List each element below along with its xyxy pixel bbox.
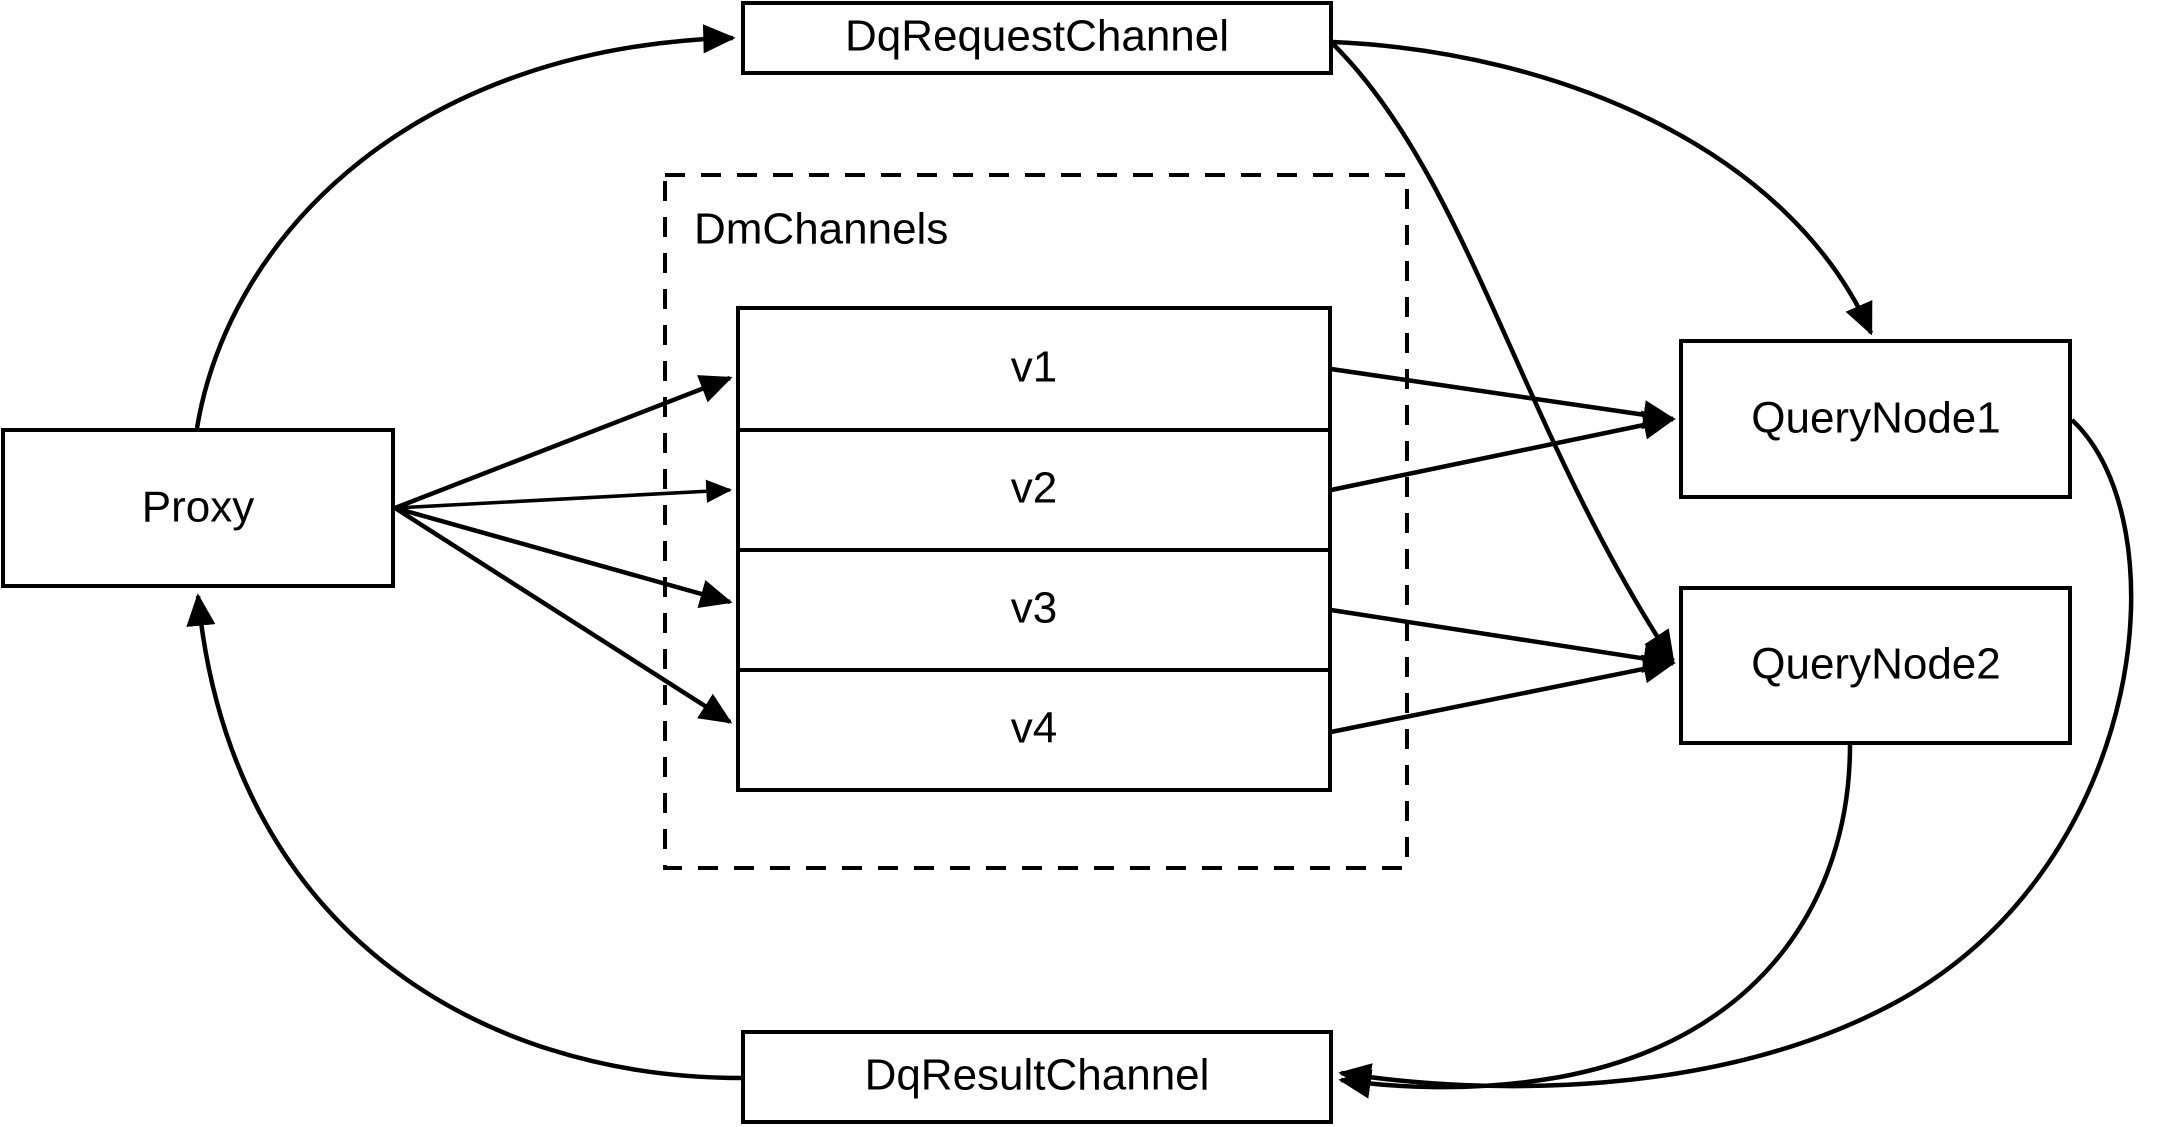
edge-v3-to-query-node-2 <box>1330 607 1676 673</box>
node-proxy[interactable]: Proxy <box>1 428 395 588</box>
node-dq-request-channel[interactable]: DqRequestChannel <box>741 1 1333 75</box>
proxy-box[interactable] <box>1 428 395 588</box>
edges-request-path <box>194 24 1874 664</box>
edge-proxy-to-dq-request-channel <box>194 24 736 429</box>
proxy-label: Proxy <box>142 483 254 532</box>
query-node-1-box[interactable] <box>1679 339 2072 499</box>
node-dq-result-channel[interactable]: DqResultChannel <box>741 1030 1333 1124</box>
dm-channel-row-v3[interactable]: v3 <box>1011 584 1057 633</box>
node-query-node-1[interactable]: QueryNode1 <box>1679 339 2072 499</box>
edge-dq-request-channel-to-query-node-2 <box>1331 42 1675 664</box>
dm-channel-row-v2[interactable]: v2 <box>1011 464 1057 513</box>
dm-channels-group: DmChannels <box>663 173 1409 870</box>
node-query-node-2[interactable]: QueryNode2 <box>1679 586 2072 745</box>
dq-request-channel-box[interactable] <box>741 1 1333 75</box>
edge-dq-request-channel-to-query-node-1 <box>1332 39 1874 336</box>
edge-proxy-to-v2 <box>394 479 733 510</box>
edge-proxy-to-v1 <box>394 375 733 511</box>
dm-channel-row-v4[interactable]: v4 <box>1011 704 1057 753</box>
dq-result-channel-box[interactable] <box>741 1030 1333 1124</box>
edge-v2-to-query-node-1 <box>1330 410 1676 493</box>
edge-query-node-2-to-dq-result-channel <box>1338 744 1853 1099</box>
edge-proxy-to-v3 <box>394 505 733 609</box>
dm-channel-row-v1[interactable]: v1 <box>1011 343 1057 392</box>
edge-v1-to-query-node-1 <box>1330 366 1676 430</box>
edge-v4-to-query-node-2 <box>1330 654 1676 735</box>
dq-request-channel-label: DqRequestChannel <box>845 12 1229 61</box>
dm-channels-table: v1 v2 v3 v4 <box>736 306 1332 792</box>
query-node-2-box[interactable] <box>1679 586 2072 745</box>
edges-dm-channels-to-query-nodes <box>1330 366 1676 735</box>
query-node-1-label: QueryNode1 <box>1751 394 2000 443</box>
dm-channels-group-label: DmChannels <box>694 205 948 254</box>
edge-dq-result-channel-to-proxy <box>186 593 742 1081</box>
edges-proxy-to-dm-channels <box>393 375 733 724</box>
query-node-2-label: QueryNode2 <box>1751 640 2000 689</box>
edges-result-path <box>186 418 2134 1099</box>
edge-query-node-1-to-dq-result-channel <box>1338 418 2134 1093</box>
edge-proxy-to-v4 <box>393 506 733 724</box>
dq-result-channel-label: DqResultChannel <box>865 1051 1210 1100</box>
dm-channels-group-border <box>663 173 1409 870</box>
